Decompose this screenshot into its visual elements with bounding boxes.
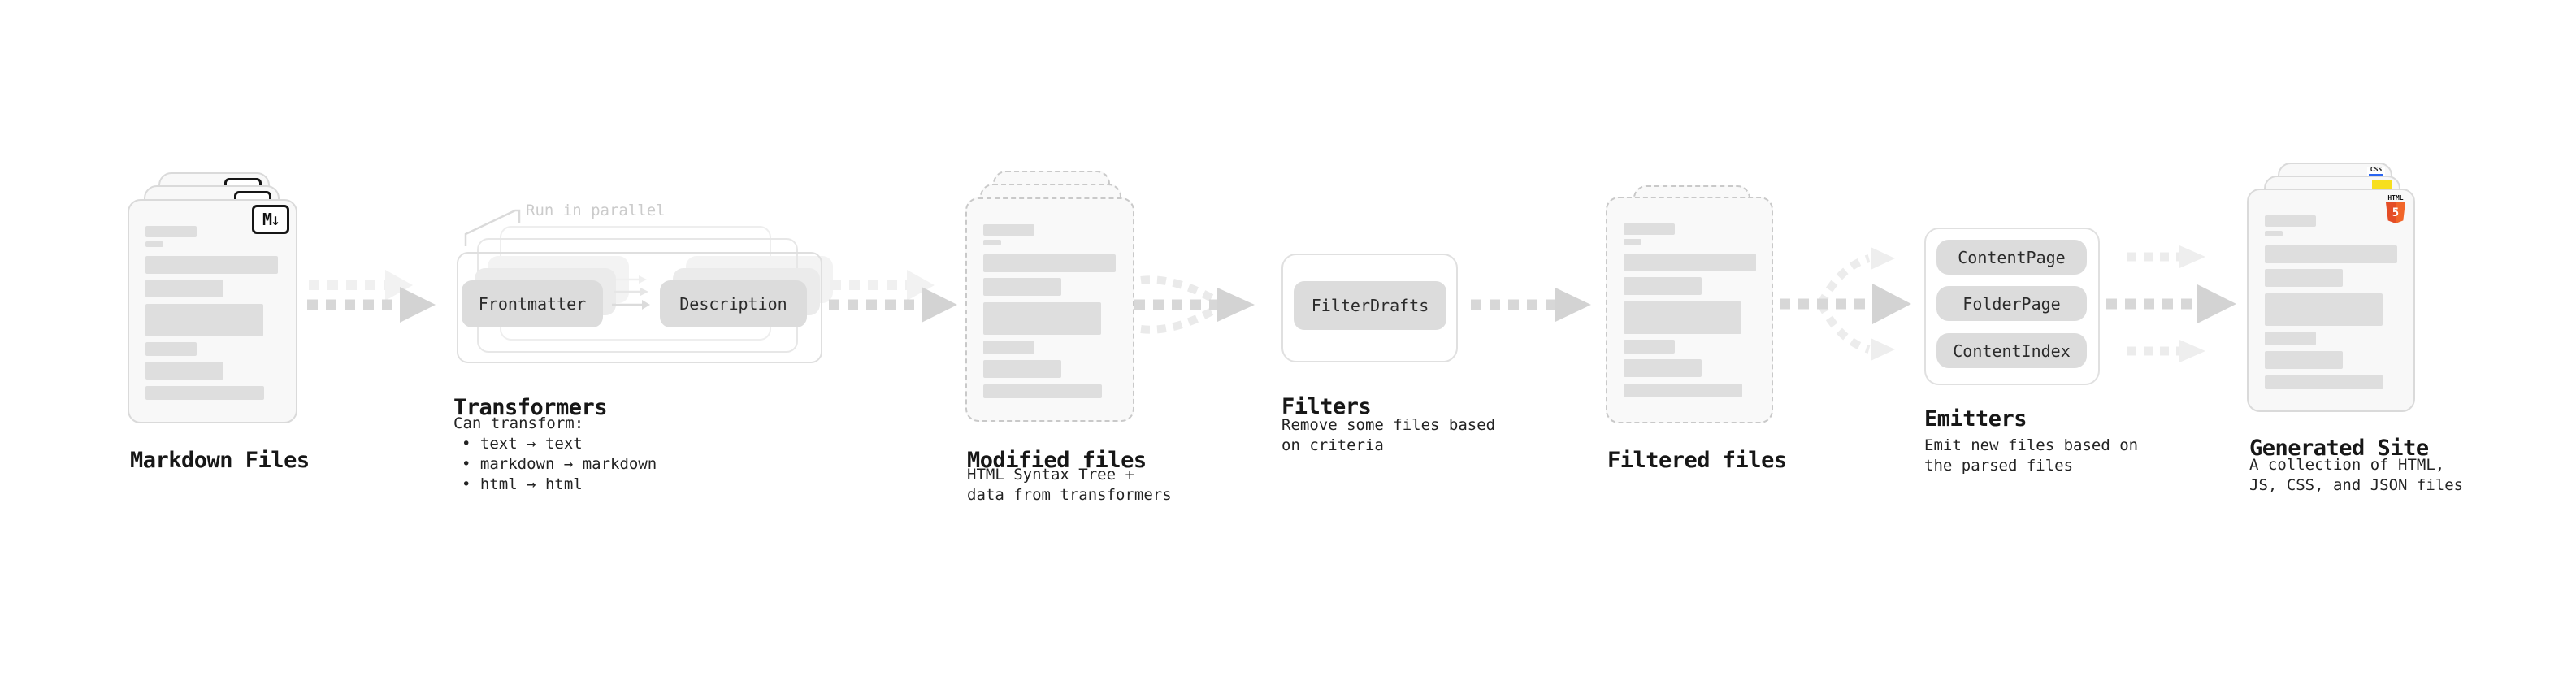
doc-text-line xyxy=(145,241,163,247)
transformers-bullet: • html → html xyxy=(462,475,583,493)
run-in-parallel-annotation: Run in parallel xyxy=(526,202,666,219)
doc-text-line xyxy=(2265,269,2343,287)
markdown-doc-front: M↓ xyxy=(128,199,297,423)
filtered-doc-front xyxy=(1606,197,1773,423)
doc-text-line xyxy=(145,342,197,356)
doc-text-line xyxy=(983,340,1034,354)
doc-text-line xyxy=(1624,239,1641,245)
flow-arrow-modified-to-filters xyxy=(1134,275,1255,334)
doc-text-line xyxy=(983,384,1102,398)
doc-text-line xyxy=(983,302,1101,335)
doc-text-line xyxy=(1624,359,1702,377)
generated-site-caption: A collection of HTML, JS, CSS, and JSON … xyxy=(2249,456,2464,494)
doc-text-line xyxy=(145,362,223,380)
html5-file-icon: HTML 5 xyxy=(2385,194,2406,223)
doc-text-line xyxy=(145,386,264,400)
flow-arrow-filters-to-filtered xyxy=(1471,288,1591,322)
doc-text-line xyxy=(145,304,263,336)
content-page-pill: ContentPage xyxy=(1936,240,2087,275)
flow-arrow-transformers-to-modified xyxy=(829,270,957,323)
modified-files-title: Modified files xyxy=(967,448,1147,474)
css-file-icon: CSS xyxy=(2367,167,2385,177)
flow-arrow-emitters-to-site xyxy=(2106,245,2236,362)
doc-text-line xyxy=(983,224,1034,236)
filtered-files-title: Filtered files xyxy=(1607,448,1787,474)
filter-drafts-pill: FilterDrafts xyxy=(1294,281,1446,330)
doc-text-line xyxy=(2265,293,2383,326)
doc-text-line xyxy=(2265,245,2397,263)
emitters-title: Emitters xyxy=(1924,406,2027,432)
filters-caption: Remove some files based on criteria xyxy=(1281,416,1496,454)
transformers-caption-heading: Can transform: xyxy=(453,414,584,432)
doc-text-line xyxy=(983,278,1061,296)
js-file-icon xyxy=(2372,180,2392,191)
modified-files-caption: HTML Syntax Tree + data from transformer… xyxy=(967,466,1172,504)
filters-box: FilterDrafts xyxy=(1281,254,1458,362)
doc-text-line xyxy=(145,280,223,297)
doc-text-line xyxy=(145,226,197,237)
transformer-input-pill: Frontmatter xyxy=(462,280,603,327)
doc-text-line xyxy=(2265,332,2316,345)
doc-text-line xyxy=(2265,375,2383,389)
doc-text-line xyxy=(1624,223,1675,235)
transformers-bullet: • text → text xyxy=(462,435,583,453)
folder-page-pill: FolderPage xyxy=(1936,286,2087,321)
markdown-files-title: Markdown Files xyxy=(130,448,310,474)
filters-title: Filters xyxy=(1281,394,1372,420)
doc-text-line xyxy=(145,256,278,274)
transformer-output-pill: Description xyxy=(660,280,807,327)
site-doc-html: HTML 5 xyxy=(2247,189,2415,412)
markdown-icon: M↓ xyxy=(252,205,289,234)
flow-arrow-filtered-to-emitters xyxy=(1780,247,1911,361)
emitters-box: ContentPage FolderPage ContentIndex xyxy=(1924,228,2100,385)
modified-doc-front xyxy=(965,197,1134,422)
doc-text-line xyxy=(983,360,1061,378)
flow-arrow-markdown-to-transformers xyxy=(307,270,436,323)
doc-text-line xyxy=(1624,301,1741,334)
doc-text-line xyxy=(1624,277,1702,295)
doc-text-line xyxy=(983,240,1001,245)
doc-text-line xyxy=(2265,215,2316,227)
emitters-caption: Emit new files based on the parsed files xyxy=(1924,436,2139,475)
doc-text-line xyxy=(983,254,1116,272)
transformers-title: Transformers xyxy=(453,395,608,421)
annotation-connector-line xyxy=(464,209,521,246)
doc-text-line xyxy=(1624,384,1742,397)
content-index-pill: ContentIndex xyxy=(1936,333,2087,368)
transform-step-arrows xyxy=(612,275,650,310)
transformer-card-front xyxy=(457,252,822,363)
doc-text-line xyxy=(1624,340,1675,354)
doc-text-line xyxy=(2265,231,2283,236)
generated-site-title: Generated Site xyxy=(2249,436,2429,462)
doc-text-line xyxy=(1624,254,1756,271)
transformers-bullet: • markdown → markdown xyxy=(462,455,657,473)
doc-text-line xyxy=(2265,351,2343,369)
